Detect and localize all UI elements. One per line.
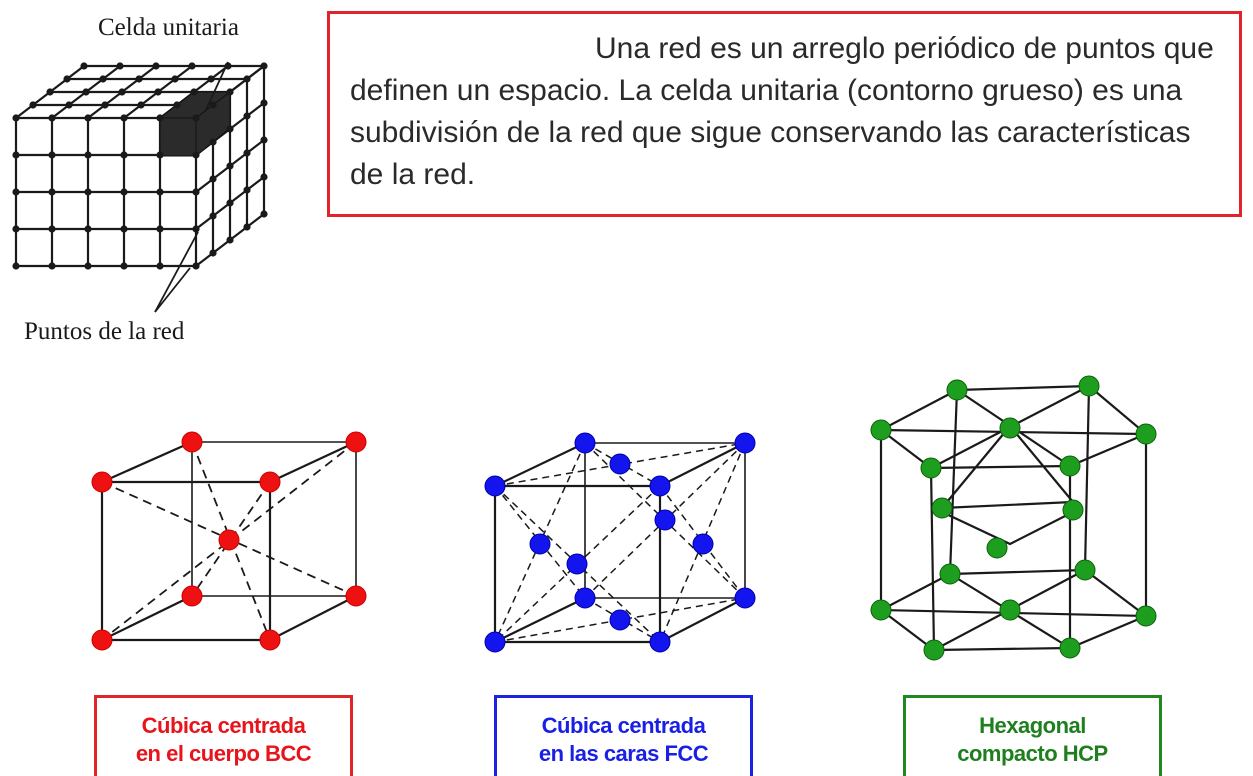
lattice-point xyxy=(171,75,179,83)
lattice-point xyxy=(192,114,200,122)
lattice-point xyxy=(120,225,128,233)
lattice-point xyxy=(12,188,20,196)
lattice-point xyxy=(260,99,268,107)
hcp-caption-line2: compacto HCP xyxy=(957,741,1108,766)
lattice-point xyxy=(101,101,109,109)
lattice-point xyxy=(84,262,92,270)
bcc-atoms xyxy=(91,431,367,651)
lattice-point xyxy=(99,75,107,83)
lattice-point xyxy=(12,225,20,233)
lattice-point xyxy=(243,149,251,157)
lattice-point xyxy=(192,225,200,233)
lattice-point xyxy=(82,88,90,96)
lattice-point xyxy=(84,151,92,159)
lattice-point xyxy=(226,199,234,207)
lattice-points-label: Puntos de la red xyxy=(24,318,185,345)
lattice-point xyxy=(156,262,164,270)
lattice-point xyxy=(209,249,217,257)
lattice-point xyxy=(156,188,164,196)
lattice-point xyxy=(48,225,56,233)
lattice-point xyxy=(120,188,128,196)
lattice-point xyxy=(46,88,54,96)
lattice-point xyxy=(260,62,268,70)
lattice-point xyxy=(209,101,217,109)
fcc-caption-line1: Cúbica centrada xyxy=(541,713,706,738)
lattice-point xyxy=(243,112,251,120)
fcc-caption-line2: en las caras FCC xyxy=(538,741,709,766)
lattice-point xyxy=(243,75,251,83)
lattice-point xyxy=(48,151,56,159)
lattice-point xyxy=(156,114,164,122)
hcp-caption-line1: Hexagonal xyxy=(979,713,1086,738)
lattice-point xyxy=(192,188,200,196)
lattice-point xyxy=(120,262,128,270)
lattice-point xyxy=(260,136,268,144)
lattice-point xyxy=(226,125,234,133)
hcp-atoms xyxy=(870,375,1157,661)
lattice-point xyxy=(154,88,162,96)
hcp-structure-diagram xyxy=(870,375,1157,661)
lattice-point xyxy=(243,223,251,231)
definition-box: Una red es un arreglo periódico de punto… xyxy=(327,11,1242,217)
lattice-point xyxy=(156,225,164,233)
lattice-point xyxy=(260,173,268,181)
bcc-structure-diagram xyxy=(91,431,367,651)
lattice-point xyxy=(156,151,164,159)
lattice-point xyxy=(226,162,234,170)
lattice-point xyxy=(65,101,73,109)
lattice-point xyxy=(120,114,128,122)
lattice-diagram xyxy=(12,61,268,313)
lattice-point xyxy=(84,114,92,122)
bcc-caption-line2: en el cuerpo BCC xyxy=(135,741,312,766)
unit-cell-label: Celda unitaria xyxy=(98,14,239,41)
lattice-point xyxy=(190,88,198,96)
fcc-atoms xyxy=(484,432,756,653)
lattice-point xyxy=(152,62,160,70)
fcc-caption: Cúbica centrada en las caras FCC xyxy=(494,695,753,776)
lattice-point xyxy=(226,88,234,96)
lattice-point xyxy=(116,62,124,70)
lattice-point xyxy=(207,75,215,83)
lattice-point xyxy=(29,101,37,109)
lattice-point xyxy=(48,262,56,270)
lattice-point xyxy=(48,114,56,122)
lattice-point xyxy=(209,175,217,183)
lattice-point xyxy=(173,101,181,109)
lattice-point xyxy=(209,138,217,146)
lattice-point xyxy=(84,225,92,233)
lattice-point xyxy=(12,262,20,270)
lattice-point xyxy=(48,188,56,196)
lattice-point xyxy=(135,75,143,83)
fcc-structure-diagram xyxy=(484,432,756,653)
lattice-point xyxy=(12,114,20,122)
lattice-point xyxy=(260,210,268,218)
lattice-point xyxy=(63,75,71,83)
lattice-points-pointer-1 xyxy=(154,231,199,313)
lattice-point xyxy=(243,186,251,194)
lattice-point xyxy=(137,101,145,109)
lattice-points-pointer-2 xyxy=(154,267,191,313)
unit-cell-pointer xyxy=(204,61,229,113)
unit-cell-front xyxy=(159,117,197,157)
lattice-point xyxy=(80,62,88,70)
lattice-point xyxy=(84,188,92,196)
lattice-point xyxy=(192,262,200,270)
lattice-point xyxy=(12,151,20,159)
lattice-point xyxy=(120,151,128,159)
lattice-point xyxy=(118,88,126,96)
lattice-point xyxy=(188,62,196,70)
bcc-caption-line1: Cúbica centrada xyxy=(141,713,306,738)
hcp-caption: Hexagonal compacto HCP xyxy=(903,695,1162,776)
lattice-point xyxy=(209,212,217,220)
lattice-point xyxy=(226,236,234,244)
lattice-point xyxy=(192,151,200,159)
bcc-caption: Cúbica centrada en el cuerpo BCC xyxy=(94,695,353,776)
